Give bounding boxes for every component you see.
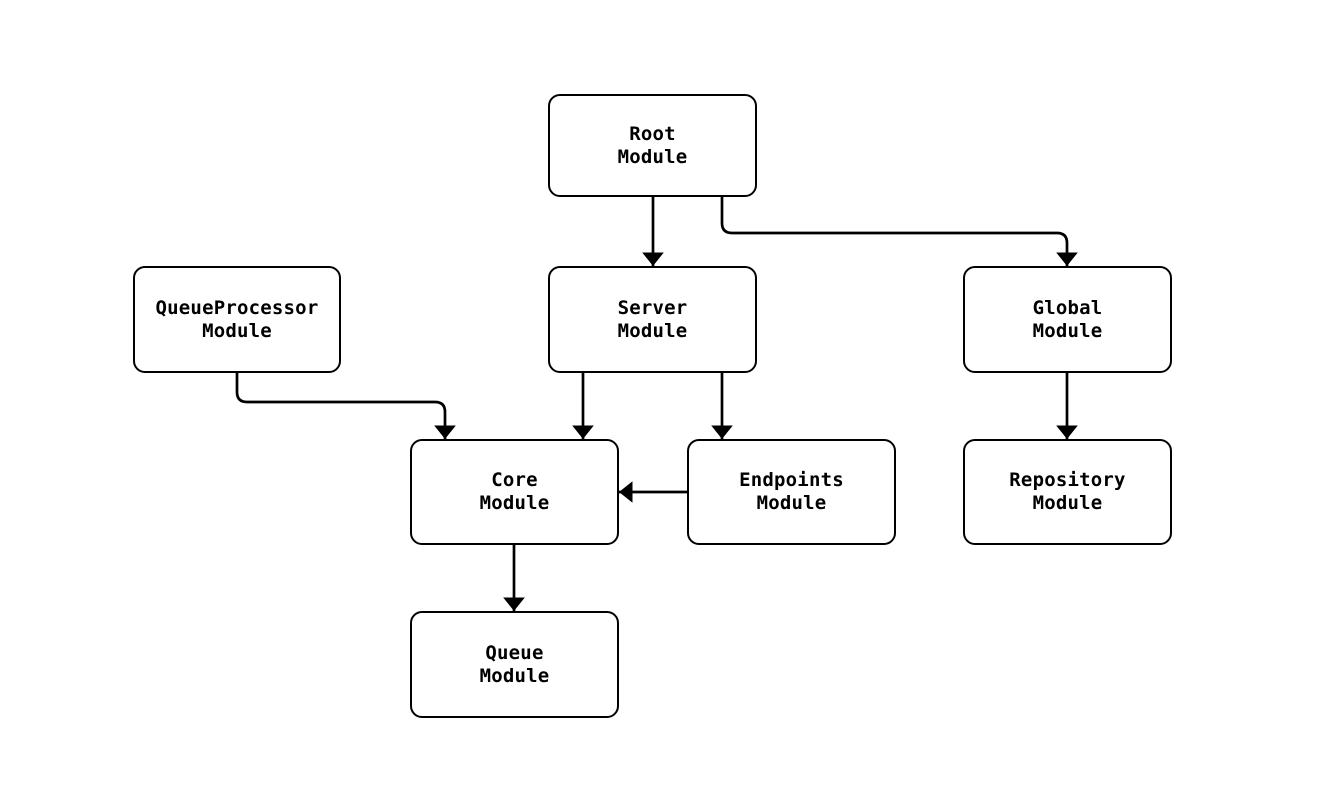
edge-root-to-global: [720, 197, 1078, 266]
node-label-line: Module: [756, 492, 827, 514]
node-label-line: Module: [617, 145, 688, 168]
node-label-line: Module: [479, 492, 550, 514]
node-label-line: Module: [1032, 319, 1103, 342]
node-label-line: Endpoints: [739, 469, 844, 491]
node-label-line: Module: [479, 664, 550, 687]
node-label-line: Core: [491, 469, 538, 491]
node-label-line: Queue: [485, 641, 544, 664]
node-label-line: Server: [617, 296, 688, 319]
node-label-line: Global: [1032, 296, 1103, 319]
node-label-line: Root: [629, 122, 676, 145]
node-label-line: Module: [202, 319, 272, 342]
node-label-line: Repository: [1009, 469, 1126, 491]
node-label-line: Module: [1032, 492, 1103, 514]
edge-queueprocessor-to-core: [235, 373, 456, 439]
node-label-line: QueueProcessor: [155, 296, 319, 319]
node-label-line: Module: [617, 319, 688, 342]
